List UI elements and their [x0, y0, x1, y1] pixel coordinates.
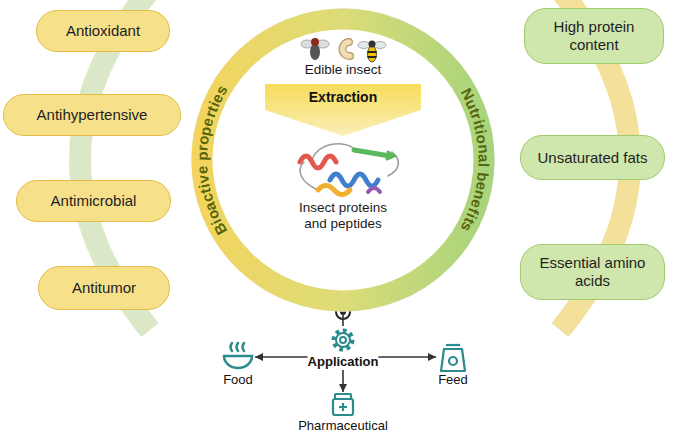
property-pill: Antitumor — [38, 266, 170, 310]
application-item: Pharmaceutical — [298, 392, 388, 434]
arc-letter: n — [476, 143, 492, 153]
larva-icon — [342, 42, 350, 56]
item-text: Feed — [438, 372, 468, 387]
arc-letter: o — [474, 133, 490, 144]
pill-text: Antitumor — [72, 279, 136, 297]
property-pill: Antimicrobial — [16, 180, 171, 222]
application-item: Food — [221, 344, 255, 388]
pill-text: Antimicrobial — [51, 192, 137, 210]
arc-letter: e — [195, 166, 211, 175]
item-text: Application — [308, 354, 379, 369]
figure-caption: Insect proteins and peptides — [287, 200, 399, 232]
protein-ribbon — [300, 144, 398, 195]
benefit-pill: Unsaturated fats — [520, 135, 665, 180]
ring-text: Bioactive properties — [191, 8, 495, 312]
pill-text: Essential amino acids — [531, 254, 654, 290]
connector-arrow — [255, 356, 308, 358]
pill-text: Unsaturated fats — [537, 149, 647, 167]
gear-icon — [334, 331, 352, 349]
center-ring: Bioactive propertiesNutritional benefits… — [191, 8, 495, 312]
connector-arrow — [342, 370, 344, 392]
benefit-pill: Essential amino acids — [520, 244, 665, 300]
arc-letter — [194, 161, 209, 166]
item-text: Food — [223, 372, 253, 387]
bottle-icon — [333, 394, 353, 415]
extraction-arrow: Extraction — [265, 84, 421, 136]
arc-letter: r — [195, 145, 210, 152]
wasp-icon — [358, 41, 386, 63]
item-text: Pharmaceutical — [298, 418, 388, 433]
arrow-text: Extraction — [265, 89, 421, 106]
feed-bag-icon — [441, 345, 465, 371]
pill-text: Antihypertensive — [37, 106, 148, 124]
bowl-icon — [224, 343, 252, 368]
arc-letter: p — [194, 152, 209, 162]
figure-caption: Edible insect — [273, 62, 413, 78]
arc-letter: l — [476, 163, 491, 168]
connector-arrow — [342, 312, 344, 326]
pill-text: High protein content — [535, 18, 653, 54]
fly-icon — [301, 38, 329, 60]
ring-text: Nutritional benefits — [191, 8, 495, 312]
application-item: Feed — [436, 344, 470, 388]
pill-text: Antioxidant — [66, 22, 140, 40]
ring-outline — [191, 8, 495, 312]
property-pill: Antihypertensive — [3, 94, 181, 136]
arc-letter: a — [476, 154, 491, 163]
benefit-pill: High protein content — [524, 8, 664, 64]
connector-arrow — [378, 356, 436, 358]
property-pill: Antioxidant — [36, 10, 170, 52]
application-hub: Application — [308, 326, 379, 370]
